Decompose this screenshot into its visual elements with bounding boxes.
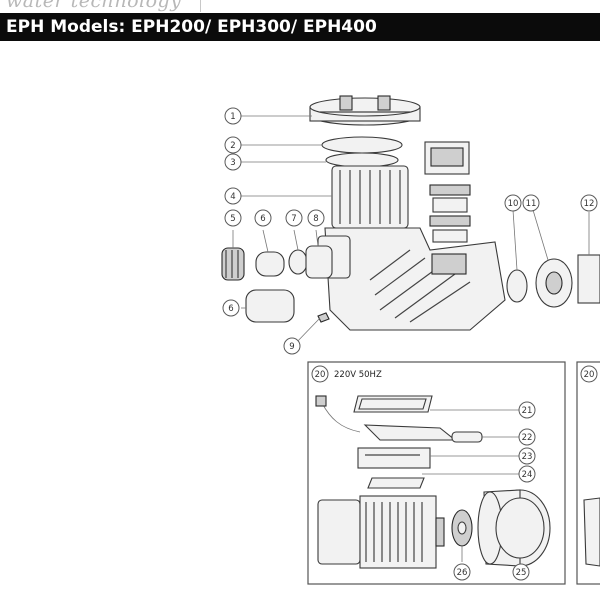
svg-text:6: 6 bbox=[260, 214, 265, 224]
svg-text:23: 23 bbox=[522, 452, 533, 462]
motor-assembly-frame bbox=[307, 361, 566, 585]
callout-24: 24 bbox=[518, 465, 536, 483]
union-nut bbox=[221, 247, 245, 281]
svg-text:10: 10 bbox=[508, 199, 519, 209]
callout-11: 11 bbox=[522, 194, 540, 212]
callout-20: 20 bbox=[311, 365, 329, 383]
union-adapter bbox=[305, 245, 333, 279]
callout-8: 8 bbox=[307, 209, 325, 227]
callout-9: 9 bbox=[283, 337, 301, 355]
svg-text:5: 5 bbox=[230, 214, 235, 224]
strainer-basket bbox=[331, 165, 409, 229]
control-display bbox=[424, 141, 470, 175]
svg-text:22: 22 bbox=[522, 433, 533, 443]
terminal-box bbox=[357, 447, 431, 469]
callout-23: 23 bbox=[518, 447, 536, 465]
lid-o-ring bbox=[321, 136, 403, 154]
svg-text:4: 4 bbox=[230, 192, 235, 202]
alt-fan-cover bbox=[583, 497, 600, 567]
svg-text:3: 3 bbox=[230, 158, 235, 168]
svg-text:24: 24 bbox=[522, 470, 533, 480]
svg-text:11: 11 bbox=[526, 199, 537, 209]
callout-7: 7 bbox=[285, 209, 303, 227]
page-title-bar: EPH Models: EPH200/ EPH300/ EPH400 bbox=[0, 13, 600, 41]
fan-cover bbox=[477, 489, 551, 567]
svg-text:7: 7 bbox=[291, 214, 296, 224]
strainer-lid bbox=[309, 95, 421, 126]
callout-26: 26 bbox=[453, 563, 471, 581]
brand-tagline: water technology bbox=[6, 0, 182, 12]
union-o-ring bbox=[288, 249, 308, 275]
motor-body bbox=[317, 495, 445, 569]
callout-1: 1 bbox=[224, 107, 242, 125]
power-cord bbox=[321, 402, 361, 433]
callout-4: 4 bbox=[224, 187, 242, 205]
callout-22: 22 bbox=[518, 428, 536, 446]
control-board bbox=[363, 424, 457, 441]
callout-12: 12 bbox=[580, 194, 598, 212]
callout-20-alt: 20 bbox=[580, 365, 598, 383]
callout-21: 21 bbox=[518, 401, 536, 419]
cable-gland bbox=[451, 431, 483, 443]
pump-housing bbox=[317, 227, 506, 331]
callout-2: 2 bbox=[224, 136, 242, 154]
brand-strip: water technology bbox=[0, 0, 600, 13]
motor-flange bbox=[577, 254, 600, 304]
callout-6: 6 bbox=[254, 209, 272, 227]
page-title: EPH Models: EPH200/ EPH300/ EPH400 bbox=[6, 17, 377, 37]
callout-3: 3 bbox=[224, 153, 242, 171]
union-tail bbox=[255, 251, 285, 277]
callout-10: 10 bbox=[504, 194, 522, 212]
svg-text:25: 25 bbox=[516, 568, 527, 578]
basket-rim bbox=[325, 152, 399, 168]
svg-text:6: 6 bbox=[228, 304, 233, 314]
seal-stack bbox=[429, 184, 471, 243]
callout-6-lower: 6 bbox=[222, 299, 240, 317]
strip-divider bbox=[200, 0, 201, 12]
drain-plug bbox=[317, 312, 330, 323]
diffuser-o-ring bbox=[506, 269, 528, 303]
motor-assembly-frame-alt bbox=[576, 361, 600, 585]
callout-25: 25 bbox=[512, 563, 530, 581]
union-tail-lower bbox=[245, 289, 295, 323]
cord-plug bbox=[315, 395, 327, 407]
callout-5: 5 bbox=[224, 209, 242, 227]
svg-text:20: 20 bbox=[584, 370, 595, 380]
voltage-label: 220V 50HZ bbox=[334, 370, 382, 380]
svg-text:1: 1 bbox=[230, 112, 235, 122]
gasket bbox=[367, 477, 425, 489]
svg-text:20: 20 bbox=[315, 370, 326, 380]
svg-text:9: 9 bbox=[289, 342, 294, 352]
svg-text:26: 26 bbox=[457, 568, 468, 578]
svg-text:21: 21 bbox=[522, 406, 533, 416]
svg-text:8: 8 bbox=[313, 214, 318, 224]
svg-text:12: 12 bbox=[584, 199, 595, 209]
svg-text:2: 2 bbox=[230, 141, 235, 151]
